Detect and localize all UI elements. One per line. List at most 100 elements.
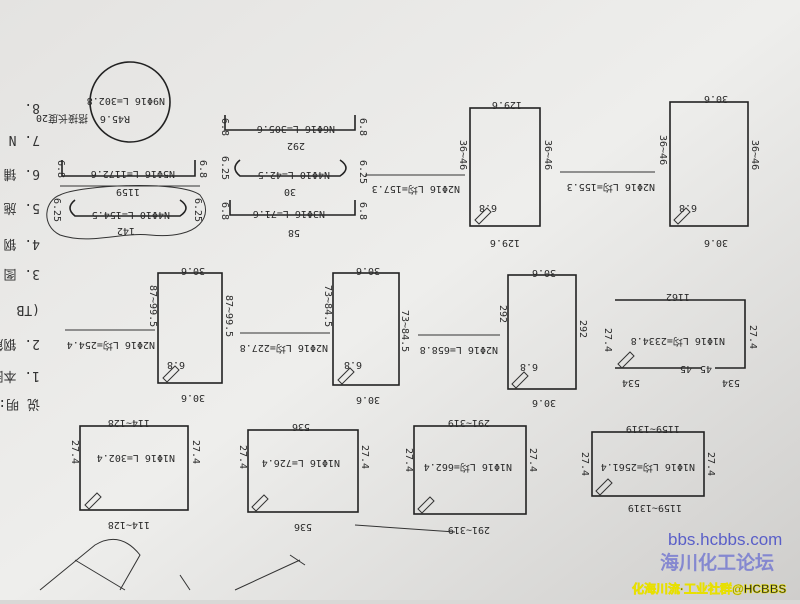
bar-label: N1Φ16 L均=662.4 <box>424 461 512 473</box>
note-text: (TB <box>16 302 40 317</box>
hook-dim: 6.8 <box>344 359 362 370</box>
width-dim: 1159~1319 <box>628 502 682 513</box>
bar-n5: N5Φ16 L=1172.6 1159 6.8 6.8 <box>55 160 208 197</box>
height-dim: 36~46 <box>542 140 553 170</box>
width-dim: 291~319 <box>448 524 490 535</box>
height-dim: 27.4 <box>747 325 758 349</box>
width-dim: 30.6 <box>704 93 728 104</box>
bar-label: N6Φ16 L=305.6 <box>257 123 335 134</box>
width-dim: 129.6 <box>492 99 522 110</box>
bar-n2d: N2Φ16 L均=227.8 30.6 30.6 73~84.5 73~84.5… <box>240 265 410 405</box>
height-dim: 292 <box>577 320 588 338</box>
note-text: 2. 钢筋 <box>0 336 40 352</box>
width-dim: 129.6 <box>490 237 520 248</box>
height-dim: 87~99.5 <box>147 285 158 327</box>
hook-dim: 6.8 <box>520 361 538 372</box>
height-dim: 36~46 <box>749 140 760 170</box>
bar-n2e: N2Φ16 L=658.8 30.6 30.6 292 292 6.8 <box>418 267 588 408</box>
height-dim: 36~46 <box>457 140 468 170</box>
bar-n9: N9Φ16 L=302.8 R45.6 搭接长度20 <box>36 61 171 143</box>
width-dim: 1162 <box>666 291 690 302</box>
bottom-dim: 534 <box>722 377 740 388</box>
bar-label: N1Φ16 L均=2561.4 <box>601 461 695 473</box>
bar-label: N2Φ16 L均=155.3 <box>567 181 655 193</box>
hook-dim: 6.8 <box>55 160 66 178</box>
bar-label: N2Φ16 L均=254.4 <box>67 339 155 351</box>
bar-label: N2Φ16 L均=227.8 <box>240 342 328 354</box>
width-dim: 30.6 <box>356 265 380 276</box>
height-dim: 73~84.5 <box>322 285 333 327</box>
width-dim: 1159~1319 <box>626 423 680 434</box>
note-text: 1. 本图 <box>0 368 40 383</box>
hook-dim: 6.8 <box>219 118 230 136</box>
circle-shape <box>89 61 171 143</box>
note-text: 3. 图 <box>4 266 40 281</box>
note-text: 5. 施 <box>4 200 40 215</box>
note-label: 搭接长度20 <box>36 112 88 125</box>
width-dim: 30.6 <box>532 267 556 278</box>
length-dim: 142 <box>117 225 135 236</box>
hook-dim: 6.8 <box>357 202 368 220</box>
height-dim: 27.4 <box>359 445 370 469</box>
bar-label: N4Φ10 L=42.5 <box>258 169 330 180</box>
note-text: 4. 钢 <box>4 236 40 251</box>
height-dim: 73~84.5 <box>399 310 410 352</box>
height-dim: 27.4 <box>69 440 80 464</box>
bar-label: N1Φ16 L=726.4 <box>262 457 340 468</box>
width-dim: 30.6 <box>532 397 556 408</box>
title-underline <box>354 524 456 533</box>
watermark-slogan: 化海川流·工业社群@HCBBS <box>632 581 786 596</box>
bar-label: N2Φ16 L均=157.3 <box>372 183 460 195</box>
bar-label: N1Φ16 L均=2334.8 <box>631 335 725 347</box>
bar-label: N9Φ16 L=302.8 <box>87 95 165 106</box>
hook-dim: 6.25 <box>219 156 230 180</box>
length-dim: 1159 <box>116 186 140 197</box>
gap-dim: 45 <box>680 363 692 374</box>
width-dim: 30.6 <box>704 237 728 248</box>
bottom-dim: 534 <box>622 377 640 388</box>
width-dim: 114~128 <box>108 519 150 530</box>
bar-n4a: N4Φ10 L=42.5 30 6.25 6.25 <box>219 156 368 197</box>
width-dim: 291~319 <box>448 417 490 428</box>
bar-n1a: N1Φ16 L均=2334.8 1162 27.4 27.4 534 534 4… <box>602 291 758 388</box>
length-dim: 58 <box>288 227 300 238</box>
bar-n1d: N1Φ16 L均=662.4 291~319 291~319 27.4 27.4 <box>403 417 538 535</box>
hook-dim: 6.8 <box>479 202 497 213</box>
bar-n3: N3Φ16 L=71.6 58 6.8 6.8 <box>219 200 368 238</box>
width-dim: 30.6 <box>181 392 205 403</box>
width-dim: 30.6 <box>356 394 380 405</box>
hook-dim: 6.25 <box>192 198 203 222</box>
length-dim: 292 <box>287 140 305 151</box>
bar-label: N3Φ16 L=71.6 <box>253 208 325 219</box>
hand-drawn-circle <box>46 185 206 240</box>
note-text: 8. <box>24 100 40 115</box>
bar-n2b: N2Φ16 L均=155.3 30.6 30.6 36~46 36~46 6.8 <box>560 93 760 248</box>
bar-label: N2Φ16 L=658.8 <box>420 344 498 355</box>
bar-n1c: N1Φ16 L=726.4 536 536 27.4 27.4 <box>237 421 370 532</box>
height-dim: 87~99.5 <box>223 295 234 337</box>
bar-n1b: N1Φ16 L=302.4 114~128 114~128 27.4 27.4 <box>69 417 201 530</box>
height-dim: 27.4 <box>403 448 414 472</box>
note-text: 6. 铺 <box>4 166 40 181</box>
bar-label: N4Φ10 L=154.5 <box>92 209 170 220</box>
hook-dim: 6.8 <box>197 160 208 178</box>
width-dim: 536 <box>292 421 310 432</box>
width-dim: 114~128 <box>108 417 150 428</box>
bar-n2c: N2Φ16 L均=254.4 30.6 30.6 87~99.5 87~99.5… <box>65 265 234 403</box>
width-dim: 30.6 <box>181 265 205 276</box>
radius-label: R45.6 <box>100 113 130 124</box>
bar-n6: N6Φ16 L=305.6 292 6.8 6.8 <box>219 115 368 151</box>
height-dim: 27.4 <box>579 452 590 476</box>
bar-label: N1Φ16 L=302.4 <box>97 452 175 463</box>
note-text: 7. N <box>9 132 40 147</box>
watermark: bbs.hcbbs.com 海川化工论坛 化海川流·工业社群@HCBBS <box>632 530 787 596</box>
hook-dim: 6.8 <box>357 118 368 136</box>
width-dim: 536 <box>294 521 312 532</box>
bar-label: N5Φ16 L=1172.6 <box>91 168 175 179</box>
hook-dim: 6.25 <box>51 198 62 222</box>
height-dim: 27.4 <box>602 328 613 352</box>
hook-dim: 6.8 <box>679 202 697 213</box>
bar-n4b: N4Φ10 L=154.5 142 6.25 6.25 <box>46 185 206 240</box>
